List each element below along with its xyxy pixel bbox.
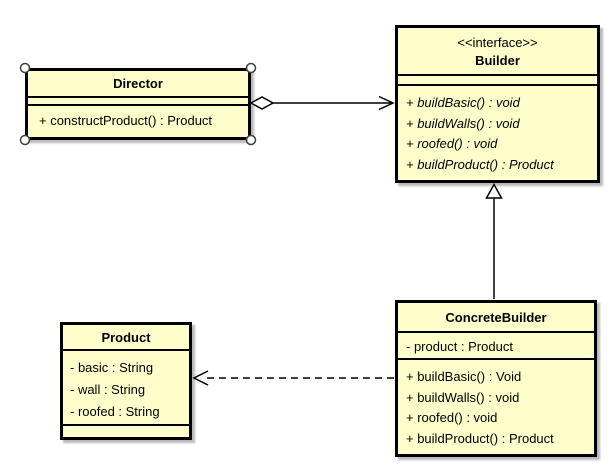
method-entry: + buildWalls() : void (406, 389, 520, 405)
class-title: ConcreteBuilder (445, 309, 547, 325)
method-entry: + constructProduct() : Product (39, 113, 213, 128)
attribute-entry: - roofed : String (70, 404, 160, 419)
class-node-builder[interactable]: <<interface>> Builder + buildBasic() : v… (395, 25, 600, 183)
attribute-entry: - basic : String (70, 360, 154, 375)
methods-compartment: + constructProduct() : Product (28, 104, 248, 137)
attributes-compartment: - product : Product (398, 331, 594, 358)
method-entry: + roofed() : void (406, 410, 498, 425)
method-entry: + buildProduct() : Product (406, 430, 554, 446)
attributes-compartment (398, 74, 597, 84)
method-entry: + buildBasic() : Void (406, 369, 522, 384)
class-node-product[interactable]: Product - basic : String - wall : String… (60, 322, 192, 440)
attribute-entry: - wall : String (70, 382, 146, 397)
methods-compartment: + buildBasic() : Void + buildWalls() : v… (398, 358, 594, 454)
class-title: <<interface>> Builder (398, 28, 597, 74)
attribute-entry: - product : Product (406, 339, 513, 354)
hollow-triangle-marker (485, 182, 503, 199)
method-entry: + roofed() : void (406, 136, 498, 151)
open-arrowhead-icon (192, 370, 209, 386)
method-entry: + buildProduct() : Product (406, 156, 554, 172)
attributes-compartment: - basic : String - wall : String - roofe… (63, 349, 189, 424)
class-node-director[interactable]: Director + constructProduct() : Product (25, 68, 251, 140)
method-entry: + buildBasic() : void (406, 95, 520, 110)
hollow-diamond-marker (249, 96, 275, 110)
connector-realization-concretebuilder-builder[interactable] (485, 182, 503, 300)
class-name-label: Builder (475, 52, 520, 68)
attributes-compartment (28, 96, 248, 104)
methods-compartment: + buildBasic() : void + buildWalls() : v… (398, 84, 597, 180)
connector-aggregation-director-builder[interactable] (249, 95, 395, 111)
stereotype-label: <<interface>> (457, 34, 538, 50)
class-title: Director (113, 76, 163, 91)
methods-compartment (63, 424, 189, 437)
connector-dependency-concretebuilder-product[interactable] (192, 370, 394, 386)
class-node-concrete-builder[interactable]: ConcreteBuilder - product : Product + bu… (395, 300, 597, 457)
open-arrowhead-icon (378, 95, 395, 111)
method-entry: + buildWalls() : void (406, 115, 520, 131)
class-title: Product (101, 329, 151, 345)
